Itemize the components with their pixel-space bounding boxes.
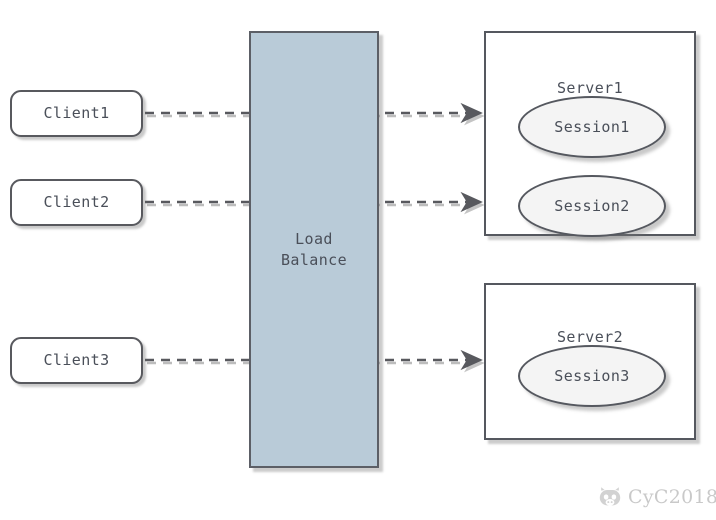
client-node-1[interactable]: Client1 [10, 90, 143, 137]
load-balance-node[interactable]: Load Balance [249, 31, 379, 468]
watermark: CyC2018 [598, 486, 716, 508]
server-title: Server1 [556, 79, 623, 97]
octocat-icon [599, 487, 621, 506]
client-label: Client2 [43, 193, 110, 212]
session-label: Session1 [554, 117, 630, 136]
load-balance-label: Load Balance [280, 230, 347, 269]
watermark-text: CyC2018 [628, 486, 716, 508]
session-node[interactable]: Session1 [518, 96, 666, 158]
client-label: Client3 [43, 351, 110, 370]
session-node[interactable]: Session2 [518, 175, 666, 237]
client-node-3[interactable]: Client3 [10, 337, 143, 384]
session-label: Session3 [554, 366, 630, 385]
client-node-2[interactable]: Client2 [10, 179, 143, 226]
client-label: Client1 [43, 104, 110, 123]
session-node[interactable]: Session3 [518, 345, 666, 407]
server-title: Server2 [556, 328, 623, 346]
session-label: Session2 [554, 196, 630, 215]
